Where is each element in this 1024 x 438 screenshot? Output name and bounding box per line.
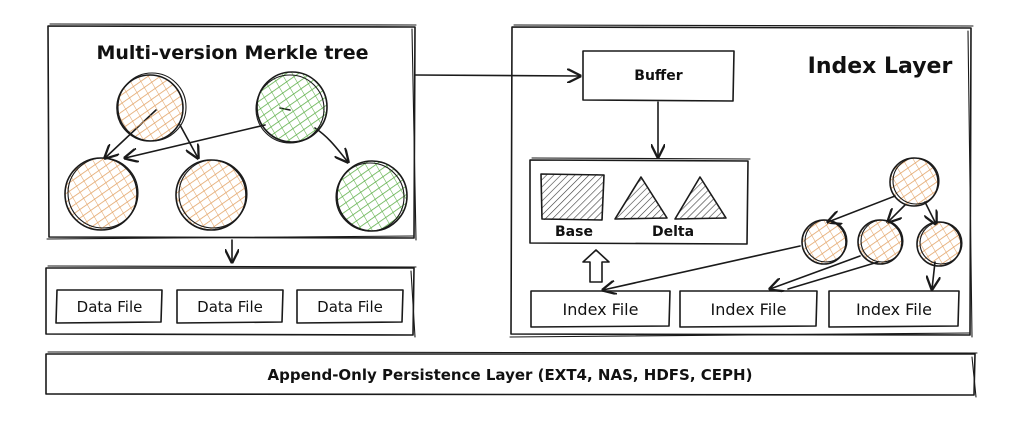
data-file-box-3 xyxy=(296,289,404,324)
base-label: Base xyxy=(555,224,593,240)
merkle-tree-box xyxy=(46,23,417,241)
merkle-node-leaf-1 xyxy=(64,157,139,231)
index-file-label-2: Index File xyxy=(710,299,787,319)
delta-triangle-1 xyxy=(614,176,668,220)
delta-triangle-2 xyxy=(674,176,727,220)
index-tree-edges xyxy=(603,195,936,290)
up-arrow-icon xyxy=(582,249,610,283)
connector-arrows xyxy=(414,75,658,157)
base-delta-box xyxy=(529,157,751,245)
data-file-label-2: Data File xyxy=(197,298,263,316)
index-node-root xyxy=(889,157,940,207)
merkle-node-leaf-green xyxy=(335,160,408,232)
merkle-node-root-orange xyxy=(116,72,187,142)
index-node-1 xyxy=(801,219,848,265)
merkle-tree-title: Multi-version Merkle tree xyxy=(96,42,369,64)
data-files-box xyxy=(45,265,417,338)
merkle-node-root-green xyxy=(255,71,328,144)
index-node-2 xyxy=(857,219,904,265)
index-layer-box xyxy=(509,24,974,338)
delta-label: Delta xyxy=(651,224,695,240)
index-layer-title: Index Layer xyxy=(807,53,953,79)
base-shape xyxy=(540,173,605,221)
buffer-box xyxy=(582,50,735,102)
index-file-box-3 xyxy=(828,290,960,328)
data-file-label-1: Data File xyxy=(76,298,143,316)
index-node-3 xyxy=(916,221,963,267)
index-file-label-3: Index File xyxy=(856,299,932,319)
data-file-box-2 xyxy=(176,289,284,324)
data-file-box-1 xyxy=(55,289,163,324)
buffer-label: Buffer xyxy=(634,68,683,84)
index-file-box-1 xyxy=(530,290,671,328)
index-file-label-1: Index File xyxy=(562,299,639,319)
merkle-node-leaf-2 xyxy=(175,159,248,231)
persistence-layer-box xyxy=(45,351,978,398)
persistence-layer-label: Append-Only Persistence Layer (EXT4, NAS… xyxy=(267,366,753,384)
data-file-label-3: Data File xyxy=(317,298,383,316)
